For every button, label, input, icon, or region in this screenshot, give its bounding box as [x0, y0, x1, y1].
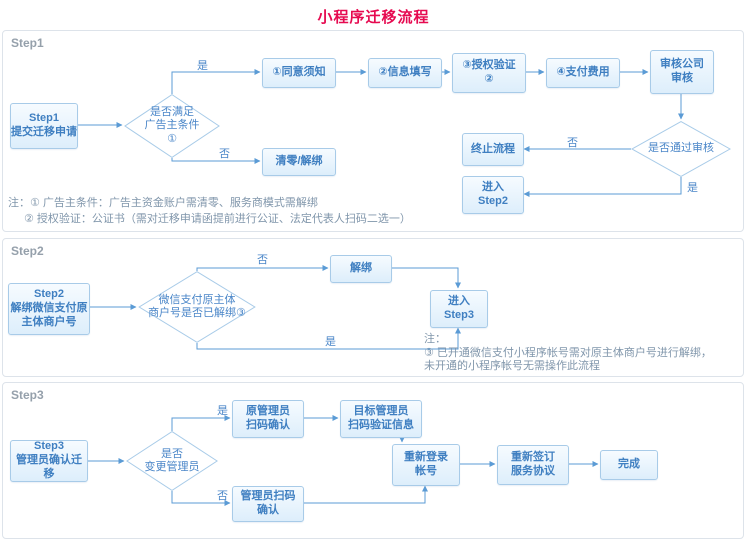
decision-merchant-unbound-label: 微信支付原主体 商户号是否已解绑③ [148, 293, 246, 319]
node-done: 完成 [600, 450, 658, 480]
section-step2-label: Step2 [11, 244, 44, 258]
step1-note-2: ② 授权验证：公证书（需对迁移申请函提前进行公证、法定代表人扫码二选一） [24, 213, 411, 225]
decision-review-pass: 是否通过审核 [631, 121, 731, 177]
node-step2-start: Step2 解绑微信支付原 主体商户号 [8, 283, 90, 335]
node-admin-scan-confirm: 管理员扫码 确认 [232, 486, 304, 522]
decision-merchant-unbound: 微信支付原主体 商户号是否已解绑③ [138, 271, 256, 343]
edge-label-yes-agree: 是 [197, 60, 208, 72]
node-target-admin-verify: 目标管理员 扫码验证信息 [340, 400, 422, 438]
node-auth-verify: ③授权验证 ② [452, 53, 526, 93]
node-resign-agreement: 重新签订 服务协议 [497, 445, 569, 485]
section-step3-label: Step3 [11, 388, 44, 402]
node-original-admin-scan: 原管理员 扫码确认 [232, 400, 304, 438]
decision-review-pass-label: 是否通过审核 [648, 142, 714, 155]
node-pay-fee: ④支付费用 [546, 58, 620, 88]
edge-label-yes-change: 是 [217, 405, 228, 417]
node-review-company: 审核公司 审核 [650, 50, 714, 94]
node-unbind: 解绑 [330, 255, 392, 283]
edge-label-yes-enter3: 是 [325, 336, 336, 348]
section-step1-label: Step1 [11, 36, 44, 50]
step2-note-1: ③ 已开通微信支付小程序帐号需对原主体商户号进行解绑， [424, 347, 712, 359]
decision-change-admin: 是否 变更管理员 [126, 431, 218, 491]
section-step2: Step2 [2, 238, 744, 377]
node-step3-start: Step3 管理员确认迁移 [10, 440, 88, 482]
node-clear-unbind: 清零/解绑 [262, 148, 336, 176]
section-step1: Step1 [2, 30, 744, 232]
node-info-fill: ②信息填写 [368, 58, 442, 88]
node-enter-step2: 进入 Step2 [462, 176, 524, 214]
edge-label-no-clear: 否 [219, 148, 230, 160]
page-title: 小程序迁移流程 [317, 9, 430, 26]
node-agree-notice: ①同意须知 [262, 58, 336, 88]
decision-ad-conditions: 是否满足 广告主条件 ① [124, 94, 220, 158]
node-relogin-account: 重新登录 帐号 [392, 444, 460, 486]
step2-note-head: 注： [424, 333, 446, 345]
edge-label-yes-enter2: 是 [687, 182, 698, 194]
node-enter-step3: 进入 Step3 [430, 290, 488, 328]
edge-label-no-terminate: 否 [567, 137, 578, 149]
step1-note-1: 注：① 广告主条件：广告主资金账户需清零、服务商模式需解绑 [8, 197, 318, 209]
decision-ad-conditions-label: 是否满足 广告主条件 ① [144, 106, 200, 145]
node-terminate: 终止流程 [462, 133, 524, 166]
edge-label-no-change: 否 [217, 490, 228, 502]
node-step1-start: Step1 提交迁移申请 [10, 103, 78, 149]
decision-change-admin-label: 是否 变更管理员 [144, 447, 200, 473]
step2-note-2: 未开通的小程序帐号无需操作此流程 [424, 360, 600, 372]
edge-label-no-unbind: 否 [257, 254, 268, 266]
